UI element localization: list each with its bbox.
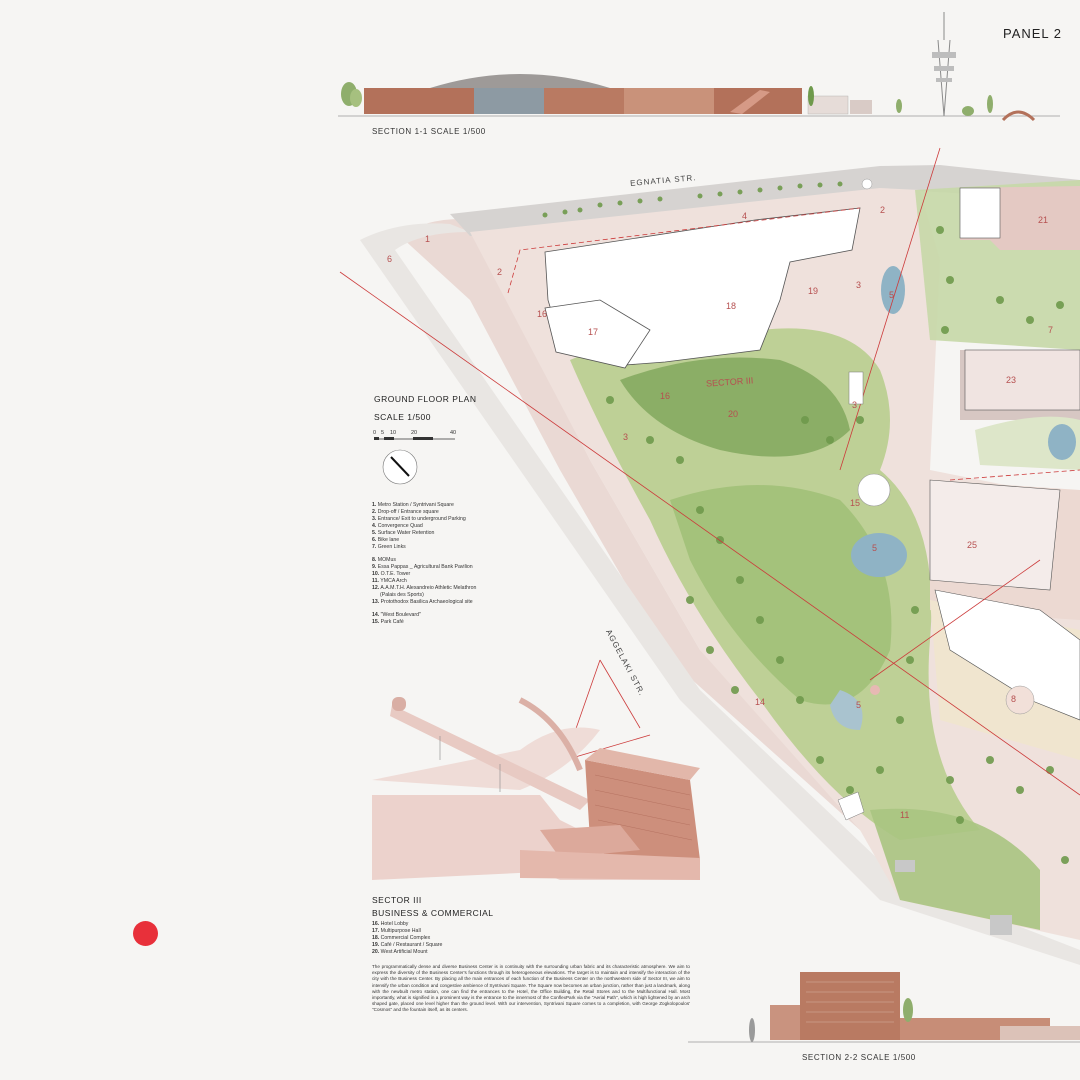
plan-number-7: 7	[1048, 325, 1054, 335]
plan-number-3: 3	[856, 280, 862, 290]
section-1-1-elevation	[338, 12, 1060, 122]
plan-number-21: 21	[1038, 215, 1049, 225]
legend-item: 14. "West Boulevard"	[372, 612, 421, 618]
plan-number-14: 14	[755, 697, 766, 707]
legend-item: 2. Drop-off / Entrance square	[372, 509, 439, 515]
plan-number-17: 17	[588, 327, 599, 337]
legend-item: 6. Bike lane	[372, 537, 400, 543]
plan-number-5b: 5	[872, 543, 878, 553]
legend-item: 10. O.T.E. Tower	[372, 571, 411, 577]
sector-axonometric	[372, 697, 700, 880]
legend-item: 16. Hotel Lobby	[372, 921, 409, 927]
north-arrow-graphic	[382, 449, 418, 485]
legend-item: 1. Metro Station / Syntrivani Square	[372, 502, 454, 508]
plan-number-11: 11	[900, 810, 910, 820]
plan-number-3c: 3	[623, 432, 629, 442]
scalebar-label-0: 0	[373, 430, 377, 436]
legend-item: 19. Café / Restaurant / Square	[372, 942, 443, 948]
plan-number-15: 15	[850, 498, 861, 508]
section-2-2-elevation	[688, 972, 1080, 1043]
sector-legend: 16. Hotel Lobby 17. Multipurpose Hall 18…	[372, 921, 502, 956]
legend-item: 7. Green Links	[372, 544, 406, 550]
plan-number-8: 8	[1011, 694, 1017, 704]
legend-item: 3. Entrance/ Exit to underground Parking	[372, 516, 466, 522]
plan-number-18: 18	[726, 301, 737, 311]
plan-number-6: 6	[387, 254, 393, 264]
section-2-caption: SECTION 2-2 SCALE 1/500	[802, 1053, 916, 1062]
legend-group-2: 8. MOMus 9. Essa Pappas _ Agricultural B…	[372, 557, 502, 606]
legend-item: (Palais des Sports)	[380, 592, 424, 598]
sector-title-line2: BUSINESS & COMMERCIAL	[372, 908, 494, 918]
legend-item: 5. Surface Water Retention	[372, 530, 435, 536]
plan-number-2: 2	[497, 267, 503, 277]
legend-item: 8. MOMus	[372, 557, 396, 563]
scalebar-label-10: 10	[390, 430, 397, 436]
plan-number-23: 23	[1006, 375, 1017, 385]
plan-number-20: 20	[728, 409, 739, 419]
plan-number-16b: 16	[660, 391, 671, 401]
plan-number-4: 4	[742, 211, 748, 221]
scalebar-label-40: 40	[450, 430, 457, 436]
sector-description: The programmatically dense and diverse B…	[372, 964, 690, 1013]
plan-title-text: GROUND FLOOR PLAN	[374, 394, 477, 404]
legend-item: 11. YMCA Arch	[372, 578, 407, 584]
plan-number-2b: 2	[880, 205, 886, 215]
plan-number-19: 19	[808, 286, 819, 296]
red-dot-marker	[133, 921, 158, 946]
legend-item: 12. A.A.M.T.H. Alexandreio Athletic Mela…	[372, 585, 477, 591]
legend-item: 13. Protothodox Basilica Archaeological …	[372, 599, 473, 605]
scalebar-label-5: 5	[381, 430, 385, 436]
plan-title: GROUND FLOOR PLAN SCALE 1/500	[374, 393, 477, 424]
plan-scale-text: SCALE 1/500	[374, 412, 432, 422]
plan-number-5: 5	[889, 290, 895, 300]
section-1-caption: SECTION 1-1 SCALE 1/500	[372, 127, 486, 136]
plan-number-3b: 3	[852, 400, 858, 410]
legend-item: 15. Park Café	[372, 619, 404, 625]
scalebar-graphic	[374, 437, 455, 440]
plan-number-16: 16	[537, 309, 548, 319]
sector-title: SECTOR III BUSINESS & COMMERCIAL	[372, 894, 494, 920]
legend-group-3: 14. "West Boulevard" 15. Park Café	[372, 612, 502, 626]
legend-item: 17. Multipurpose Hall	[372, 928, 421, 934]
plan-number-1: 1	[425, 234, 431, 244]
scalebar-label-20: 20	[411, 430, 418, 436]
plan-number-25: 25	[967, 540, 978, 550]
plan-number-5c: 5	[856, 700, 862, 710]
site-plan	[339, 147, 1080, 966]
legend-item: 4. Convergence Quad	[372, 523, 423, 529]
legend: 1. Metro Station / Syntrivani Square 2. …	[372, 502, 502, 626]
legend-group-1: 1. Metro Station / Syntrivani Square 2. …	[372, 502, 502, 551]
legend-item: 18. Commercial Complex	[372, 935, 431, 941]
legend-item: 20. West Artificial Mount	[372, 949, 428, 955]
panel-title: PANEL 2	[1003, 26, 1063, 41]
sector-title-line1: SECTOR III	[372, 895, 422, 905]
legend-item: 9. Essa Pappas _ Agricultural Bank Pavil…	[372, 564, 473, 570]
